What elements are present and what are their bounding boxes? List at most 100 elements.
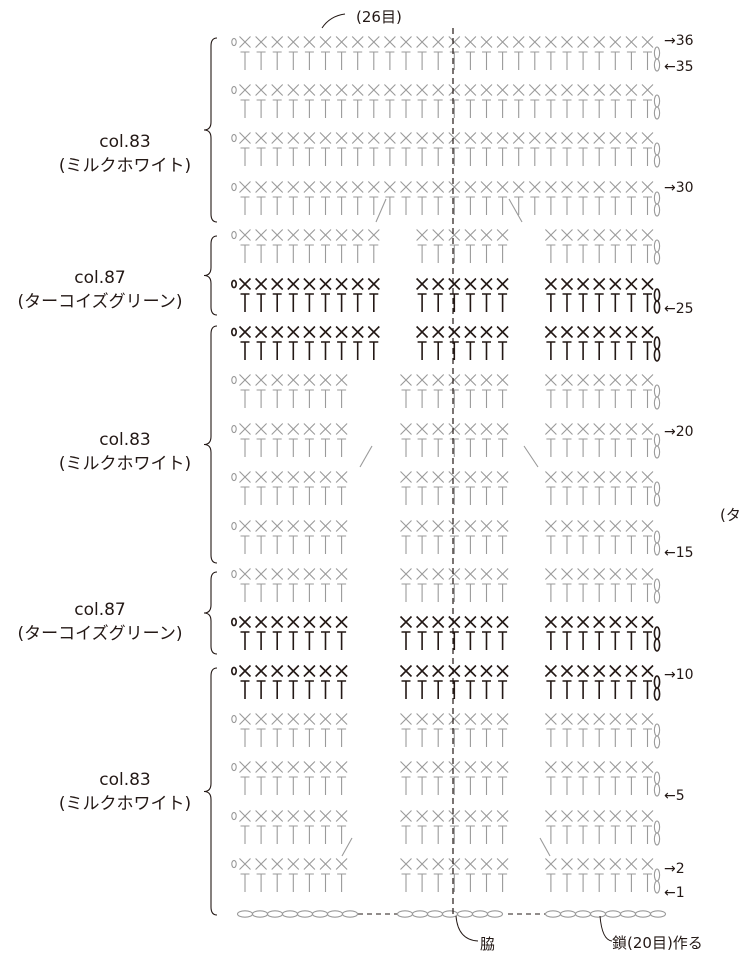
stitch-row-pair [231, 181, 661, 217]
dc-stitch [594, 776, 604, 795]
dc-stitch [643, 293, 652, 312]
sc-stitch [351, 229, 364, 241]
sc-stitch [480, 615, 493, 629]
dc-stitch [304, 728, 314, 747]
dc-stitch [288, 776, 298, 795]
sc-stitch [577, 374, 589, 386]
sc-stitch [625, 181, 638, 193]
dc-stitch [578, 535, 588, 554]
sc-stitch [367, 181, 380, 193]
stitch-row-pair [231, 858, 661, 894]
chain-stitch [471, 910, 489, 918]
sc-stitch [496, 229, 509, 241]
dc-stitch [240, 438, 250, 457]
turning-chain [653, 191, 661, 205]
sc-stitch [464, 858, 477, 870]
sc-stitch [496, 664, 509, 678]
dc-stitch [369, 51, 379, 70]
dc-stitch [594, 341, 604, 360]
sc-stitch [432, 36, 445, 48]
turning-chain [231, 230, 237, 240]
dc-stitch [385, 99, 395, 118]
dc-stitch [465, 389, 475, 408]
dc-stitch [498, 244, 508, 263]
chain-stitch [544, 910, 562, 918]
yarn-color-name: (ミルクホワイト) [58, 454, 192, 474]
sc-stitch [416, 181, 428, 193]
sc-stitch [464, 132, 477, 144]
dc-stitch [594, 147, 604, 166]
dc-stitch [643, 196, 652, 215]
dc-stitch [449, 244, 459, 263]
sc-stitch [271, 181, 284, 193]
dc-stitch [610, 244, 620, 263]
dc-stitch [337, 147, 347, 166]
decrease-stroke [375, 198, 387, 223]
chain-stitch [326, 910, 344, 918]
sc-stitch [416, 858, 428, 870]
dc-stitch [337, 196, 347, 215]
dc-stitch [626, 389, 636, 408]
sc-stitch [609, 181, 622, 193]
sc-stitch [287, 664, 300, 678]
dc-stitch [626, 728, 636, 747]
dc-stitch [385, 147, 395, 166]
dc-stitch [546, 293, 556, 312]
dc-stitch [610, 341, 620, 360]
sc-stitch [303, 181, 316, 193]
dc-stitch [610, 147, 620, 166]
dc-stitch [256, 293, 266, 312]
sc-stitch [400, 84, 412, 96]
dc-stitch [530, 196, 540, 215]
dc-stitch [337, 389, 347, 408]
dc-stitch [562, 51, 572, 70]
sc-stitch [609, 374, 622, 386]
sc-stitch [625, 229, 638, 241]
sc-stitch [609, 325, 622, 339]
sc-stitch [512, 36, 525, 48]
chain-stitch [341, 910, 359, 918]
dc-stitch [417, 873, 427, 892]
sc-stitch [609, 229, 622, 241]
sc-stitch [416, 36, 428, 48]
dc-stitch [610, 389, 620, 408]
sc-stitch [448, 132, 461, 144]
sc-stitch [303, 84, 316, 96]
sc-stitch [625, 761, 638, 773]
dc-stitch [498, 341, 508, 360]
sc-stitch [303, 520, 316, 532]
sc-stitch [416, 810, 428, 822]
dc-stitch [288, 438, 298, 457]
sc-stitch [239, 36, 251, 48]
dc-stitch [272, 293, 282, 312]
stitch-row-pair [231, 810, 661, 846]
sc-stitch [560, 664, 574, 678]
dc-stitch [546, 535, 556, 554]
dc-stitch [465, 728, 475, 747]
sc-stitch [480, 568, 493, 580]
chain-stitch [634, 910, 652, 918]
sc-stitch [496, 423, 509, 435]
dc-stitch [578, 99, 588, 118]
dc-stitch [256, 99, 266, 118]
dc-stitch [288, 873, 298, 892]
section-braces [203, 37, 218, 916]
dc-stitch [449, 99, 459, 118]
turning-chain [653, 384, 661, 398]
dc-stitch [562, 825, 572, 844]
dc-stitch [482, 341, 491, 360]
stitch-row-pair [231, 423, 661, 459]
stitch-row-pair [231, 713, 661, 749]
dc-stitch [465, 631, 475, 650]
sc-stitch [255, 664, 268, 678]
sc-stitch [593, 713, 606, 725]
dc-stitch [578, 825, 588, 844]
stitch-row-pair [231, 229, 661, 265]
sc-stitch [561, 374, 573, 386]
dc-stitch [304, 486, 314, 505]
dc-stitch [369, 341, 379, 360]
dc-stitch [546, 438, 556, 457]
yarn-number: col.83 [99, 770, 151, 790]
sc-stitch [577, 36, 589, 48]
